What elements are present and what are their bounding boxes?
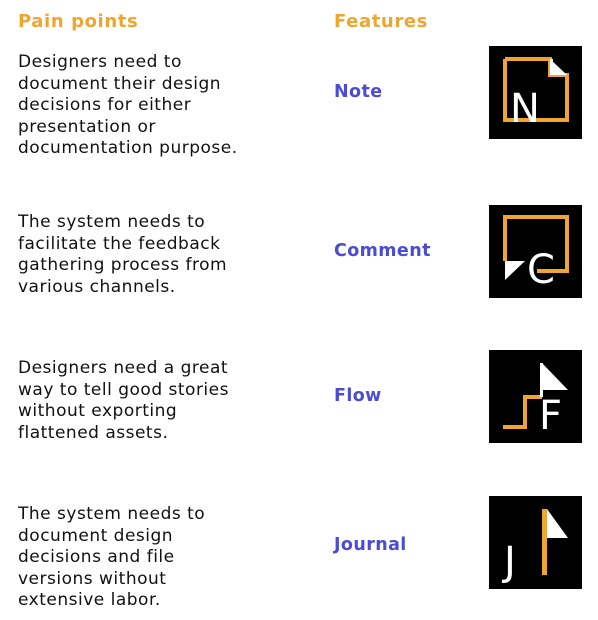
comment-icon-letter: C: [527, 247, 555, 293]
note-icon: N: [489, 46, 582, 139]
comment-icon: C: [489, 205, 582, 298]
pain-point-text: Designers need a great way to tell good …: [18, 358, 229, 443]
pain-point-text: The system needs to facilitate the feedb…: [18, 212, 228, 297]
pain-points-header: Pain points: [18, 11, 139, 32]
feature-link-comment[interactable]: Comment: [334, 241, 431, 261]
note-icon-letter: N: [510, 86, 540, 132]
flow-icon: F: [489, 350, 582, 443]
pain-point-text: Designers need to document their design …: [18, 52, 238, 158]
journal-icon: J: [489, 496, 582, 589]
feature-link-flow[interactable]: Flow: [334, 386, 382, 406]
pain-point-text: The system needs to document design deci…: [18, 504, 206, 610]
feature-link-note[interactable]: Note: [334, 82, 383, 102]
flow-icon-letter: F: [539, 393, 562, 439]
journal-icon-letter: J: [501, 539, 516, 585]
feature-link-journal[interactable]: Journal: [334, 535, 407, 555]
features-header: Features: [334, 11, 428, 32]
